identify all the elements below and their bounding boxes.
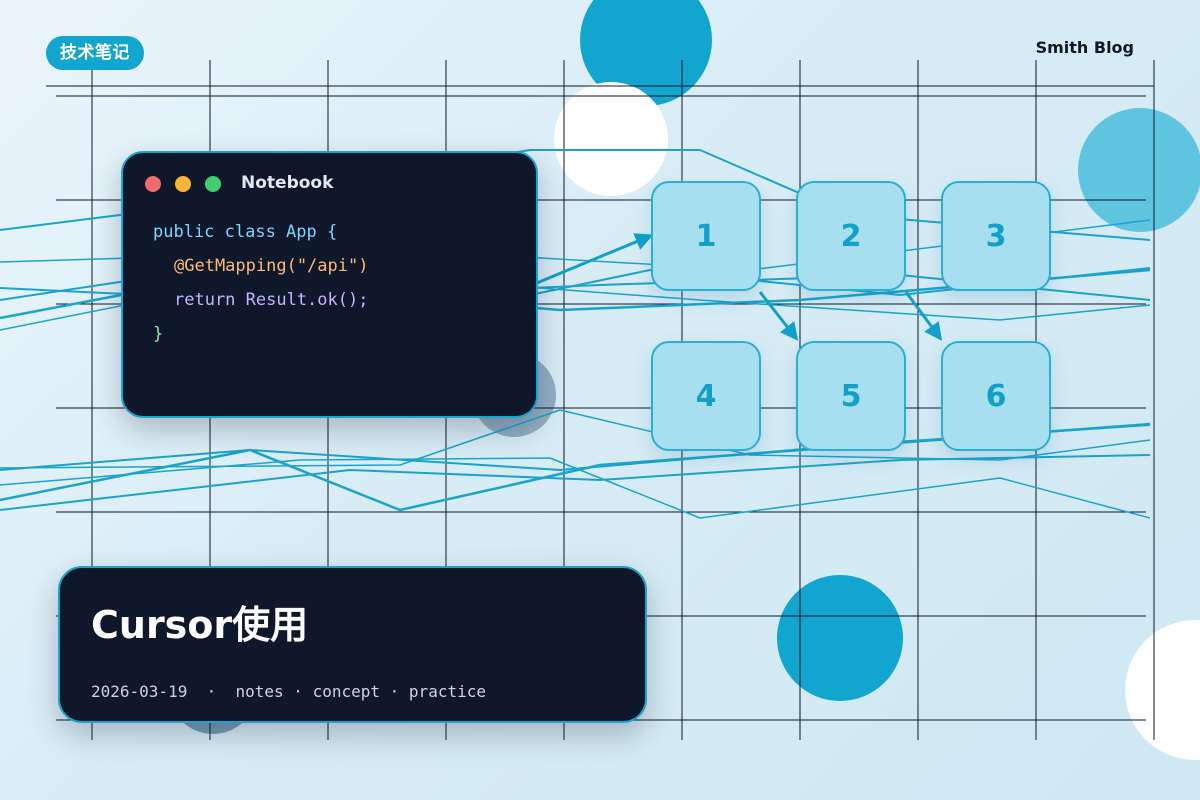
- arrow-to-step-5: [758, 291, 799, 341]
- window-close-dot: [145, 176, 161, 192]
- code-window-title: Notebook: [241, 173, 334, 193]
- code-block: public class App { @GetMapping("/api") r…: [153, 219, 368, 355]
- deco-circle: [580, 0, 712, 106]
- step-card-3: 3: [941, 181, 1051, 291]
- post-date: 2026-03-19: [91, 682, 188, 701]
- blog-brand: Smith Blog: [1035, 38, 1134, 57]
- step-card-4: 4: [651, 341, 761, 451]
- post-tag: practice: [408, 682, 486, 701]
- code-line-annotation: @GetMapping("/api"): [174, 256, 369, 276]
- post-tag: notes: [235, 682, 284, 701]
- deco-circle: [554, 82, 668, 196]
- code-line-return: return Result.ok();: [174, 290, 369, 310]
- category-badge: 技术笔记: [46, 36, 144, 70]
- flow-arrows: [531, 233, 943, 341]
- step-card-6: 6: [941, 341, 1051, 451]
- window-minimize-dot: [175, 176, 191, 192]
- arrow-to-step-1: [531, 233, 654, 287]
- code-window: Notebook public class App { @GetMapping(…: [121, 151, 538, 418]
- title-card: Cursor使用 2026-03-19 · notes · concept · …: [58, 566, 647, 723]
- step-card-2: 2: [796, 181, 906, 291]
- post-tag: concept: [312, 682, 381, 701]
- post-meta: 2026-03-19 · notes · concept · practice: [91, 682, 486, 701]
- deco-circle: [1125, 620, 1200, 760]
- deco-circle: [1078, 108, 1200, 232]
- arrow-to-step-6: [904, 291, 943, 341]
- window-maximize-dot: [205, 176, 221, 192]
- code-line-closing-brace: }: [153, 324, 164, 344]
- post-title: Cursor使用: [91, 603, 309, 647]
- deco-circle: [777, 575, 903, 701]
- step-card-1: 1: [651, 181, 761, 291]
- code-line-class: public class App {: [153, 222, 338, 242]
- step-card-5: 5: [796, 341, 906, 451]
